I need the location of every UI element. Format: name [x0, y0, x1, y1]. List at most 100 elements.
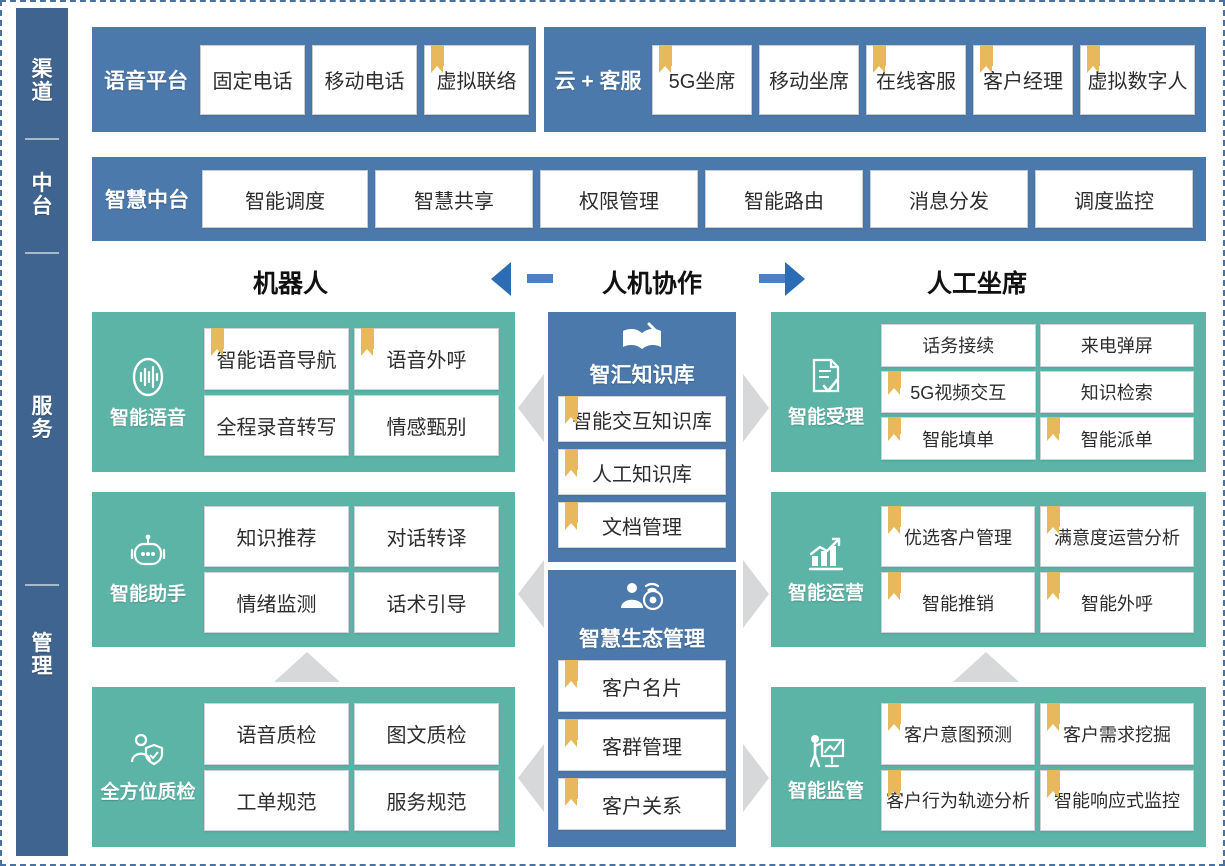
rail-item-management[interactable]: 管理	[29, 586, 55, 726]
cell-smart-voice-navigation[interactable]: 智能语音导航	[204, 328, 349, 390]
cell-label: 语音质检	[236, 725, 317, 748]
group-identity: 智能监管	[771, 732, 881, 803]
cell-script-guidance[interactable]: 话术引导	[354, 572, 499, 633]
rail-item-service[interactable]: 服务	[29, 254, 55, 584]
rail-item-channel[interactable]: 渠道	[29, 26, 55, 138]
cell-dialogue-translation[interactable]: 对话转译	[354, 506, 499, 567]
cell-service-standard[interactable]: 服务规范	[354, 769, 499, 831]
person-shield-icon	[127, 731, 169, 773]
cell-voice-outbound[interactable]: 语音外呼	[354, 328, 499, 390]
cell-smart-outbound-call[interactable]: 智能外呼	[1040, 572, 1194, 633]
chip-5g-seat[interactable]: 5G坐席	[652, 44, 752, 115]
cell-label: 语音外呼	[386, 350, 467, 373]
bookmark-ribbon-icon	[888, 506, 901, 534]
cell-emotion-discrimination[interactable]: 情感甄别	[354, 394, 499, 456]
group-identity: 智能语音	[92, 355, 204, 430]
bookmark-ribbon-icon	[565, 778, 578, 806]
bookmark-ribbon-icon	[659, 44, 672, 73]
cell-label: 智能派单	[1080, 429, 1153, 450]
cell-customer-demand-mining[interactable]: 客户需求挖掘	[1040, 703, 1194, 765]
group-identity: 全方位质检	[92, 731, 204, 804]
stack-title: 智慧生态管理	[579, 628, 705, 651]
bookmark-ribbon-icon	[980, 44, 993, 73]
cell-label: 知识推荐	[236, 528, 317, 550]
cell-smart-responsive-monitoring[interactable]: 智能响应式监控	[1040, 769, 1194, 831]
cell-label: 工单规范	[236, 791, 317, 814]
chip-virtual-contact[interactable]: 虚拟联络	[424, 44, 529, 115]
bookmark-ribbon-icon	[888, 370, 901, 395]
cell-full-recording-transcription[interactable]: 全程录音转写	[204, 394, 349, 456]
rail-label: 中台	[31, 172, 53, 218]
bookmark-ribbon-icon	[873, 44, 886, 73]
chip-fixed-phone[interactable]: 固定电话	[200, 44, 305, 115]
stack-item-label: 文档管理	[602, 516, 682, 539]
cell-work-order-standard[interactable]: 工单规范	[204, 769, 349, 831]
cell-smart-order-dispatch[interactable]: 智能派单	[1039, 417, 1194, 460]
cell-knowledge-retrieval[interactable]: 知识检索	[1039, 370, 1194, 414]
header-robot: 机器人	[253, 270, 329, 298]
group-name: 智能助手	[109, 584, 186, 605]
cell-incoming-call-popup[interactable]: 来电弹屏	[1039, 324, 1194, 367]
cell-label: 全程录音转写	[216, 416, 337, 439]
band-title: 语音平台	[104, 69, 188, 93]
cell-smart-form-filling[interactable]: 智能填单	[881, 417, 1036, 460]
group-identity: 智能运营	[771, 534, 881, 605]
group-cells: 优选客户管理 满意度运营分析 智能推销 智能外呼	[881, 492, 1206, 647]
chip-label: 权限管理	[579, 190, 659, 213]
cell-call-handling[interactable]: 话务接续	[881, 324, 1036, 367]
cell-label: 优选客户管理	[904, 527, 1012, 548]
cell-customer-intent-prediction[interactable]: 客户意图预测	[881, 703, 1035, 765]
bookmark-ribbon-icon	[211, 328, 224, 356]
bookmark-ribbon-icon	[1047, 703, 1060, 731]
cell-preferred-customer-management[interactable]: 优选客户管理	[881, 506, 1035, 567]
stack-item-label: 客群管理	[602, 736, 682, 759]
chip-message-distribution[interactable]: 消息分发	[870, 170, 1028, 228]
cell-emotion-monitoring[interactable]: 情绪监测	[204, 572, 349, 633]
cell-5g-video-interaction[interactable]: 5G视频交互	[881, 370, 1036, 414]
group-name: 全方位质检	[100, 781, 196, 803]
stack-item-customer-card[interactable]: 客户名片	[558, 660, 726, 712]
cell-label: 客户意图预测	[904, 724, 1012, 745]
cell-label: 5G视频交互	[910, 382, 1007, 403]
bookmark-ribbon-icon	[565, 449, 578, 477]
cell-label: 客户行为轨迹分析	[886, 791, 1030, 812]
cell-label: 客户需求挖掘	[1063, 724, 1171, 745]
chip-dispatch-monitoring[interactable]: 调度监控	[1035, 170, 1193, 228]
group-omni-quality-inspection: 全方位质检 语音质检 图文质检 工单规范 服务规范	[92, 687, 515, 847]
stack-item-interactive-kb[interactable]: 智能交互知识库	[558, 396, 726, 442]
chip-smart-routing[interactable]: 智能路由	[705, 170, 863, 228]
chip-virtual-digital-human[interactable]: 虚拟数字人	[1080, 44, 1195, 115]
arrow-right-icon	[785, 262, 805, 296]
chip-account-manager[interactable]: 客户经理	[973, 44, 1073, 115]
chip-label: 智能调度	[245, 190, 325, 213]
stack-item-customer-group-management[interactable]: 客群管理	[558, 719, 726, 771]
stack-item-customer-relationship[interactable]: 客户关系	[558, 778, 726, 830]
chip-mobile-phone[interactable]: 移动电话	[312, 44, 417, 115]
chip-smart-sharing[interactable]: 智慧共享	[375, 170, 533, 228]
rail-label: 渠道	[31, 58, 53, 104]
cell-text-image-quality-inspection[interactable]: 图文质检	[354, 703, 499, 765]
cell-satisfaction-operation-analysis[interactable]: 满意度运营分析	[1040, 506, 1194, 567]
chip-smart-dispatch[interactable]: 智能调度	[202, 170, 368, 228]
bookmark-ribbon-icon	[1047, 506, 1060, 534]
rail-label: 服务	[31, 395, 53, 441]
cell-customer-behavior-trajectory-analysis[interactable]: 客户行为轨迹分析	[881, 769, 1035, 831]
group-smart-voice: 智能语音 智能语音导航 语音外呼 全程录音转写 情感甄别	[92, 312, 515, 472]
cell-smart-marketing[interactable]: 智能推销	[881, 572, 1035, 633]
chip-permission-management[interactable]: 权限管理	[540, 170, 698, 228]
chip-online-service[interactable]: 在线客服	[866, 44, 966, 115]
cell-knowledge-recommendation[interactable]: 知识推荐	[204, 506, 349, 567]
stack-item-manual-kb[interactable]: 人工知识库	[558, 449, 726, 495]
band-cloud-service: 云 + 客服 5G坐席 移动坐席 在线客服 客户经理 虚拟数字人	[544, 27, 1206, 132]
connector-chevron-right	[743, 744, 769, 812]
chip-label: 虚拟联络	[436, 71, 517, 93]
chip-mobile-seat[interactable]: 移动坐席	[759, 44, 859, 115]
rail-item-midplatform[interactable]: 中台	[29, 140, 55, 252]
stack-item-document-management[interactable]: 文档管理	[558, 502, 726, 548]
bookmark-ribbon-icon	[888, 703, 901, 731]
band-voice-platform: 语音平台 固定电话 移动电话 虚拟联络	[92, 27, 536, 132]
presenter-board-icon	[805, 732, 847, 772]
cell-voice-quality-inspection[interactable]: 语音质检	[204, 703, 349, 765]
arrow-left-icon	[491, 262, 511, 296]
chip-label: 5G坐席	[668, 71, 736, 93]
